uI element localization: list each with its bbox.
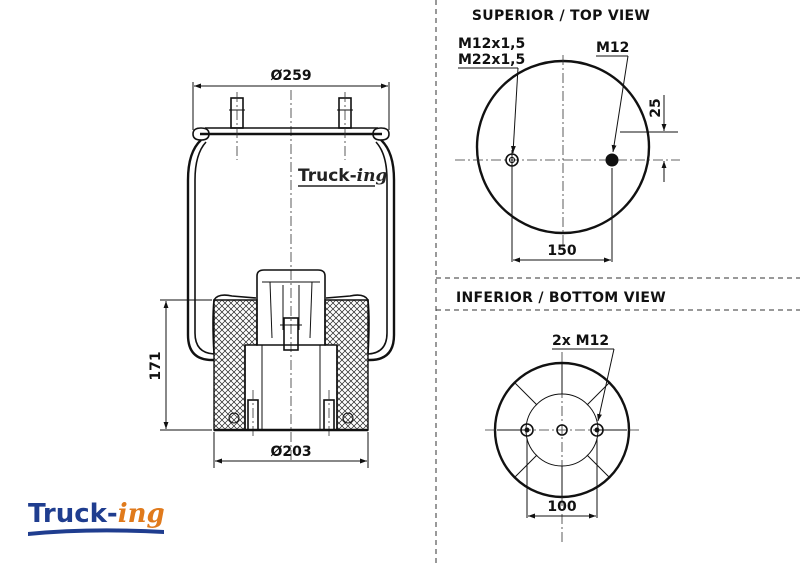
bellows-logo: Truck-ing [298, 166, 387, 187]
dim-offset: 25 [620, 95, 678, 182]
dim-bottom-diameter: Ø203 [213, 432, 369, 468]
bottom-threads-label: 2x M12 [552, 333, 609, 349]
bellows-logo-part2: ing [357, 166, 388, 186]
top-view-port-left [505, 150, 519, 262]
side-section-view: Ø259 [148, 68, 396, 468]
spacing-top-label: 150 [547, 243, 576, 259]
piston [213, 269, 369, 438]
spacing-bottom-label: 100 [547, 499, 576, 515]
top-diameter-label: Ø259 [270, 68, 311, 84]
top-view: SUPERIOR / TOP VIEW M12x1,5 M22x1,5 M12 … [455, 8, 680, 263]
svg-text:Truck-ing: Truck-ing [28, 499, 165, 529]
brand-logo-part2: ing [118, 499, 165, 529]
brand-logo-part1: Truck- [28, 499, 118, 529]
brand-logo: Truck-ing [28, 499, 165, 536]
dim-height: 171 [148, 299, 212, 431]
thread-c-label: M12 [596, 40, 629, 56]
height-label: 171 [148, 351, 164, 380]
bellows [186, 139, 396, 362]
offset-label: 25 [648, 98, 664, 117]
dim-spacing-bottom: 100 [528, 499, 596, 519]
thread-b-label: M22x1,5 [458, 52, 525, 68]
dim-top-diameter: Ø259 [192, 68, 390, 130]
top-view-title: SUPERIOR / TOP VIEW [472, 8, 650, 24]
bellows-logo-part1: Truck- [298, 166, 357, 186]
top-studs [229, 92, 353, 160]
thread-a-label: M12x1,5 [458, 36, 525, 52]
brand-logo-underline [28, 528, 164, 536]
dim-spacing-top: 150 [513, 243, 611, 263]
bottom-view-hub [556, 424, 568, 436]
top-view-stud-right [605, 153, 619, 262]
svg-text:Truck-ing: Truck-ing [298, 166, 387, 186]
bottom-view-holes [520, 423, 604, 518]
bottom-diameter-label: Ø203 [270, 444, 311, 460]
bottom-view: INFERIOR / BOTTOM VIEW 2x M12 [456, 290, 666, 545]
bottom-view-title: INFERIOR / BOTTOM VIEW [456, 290, 666, 306]
